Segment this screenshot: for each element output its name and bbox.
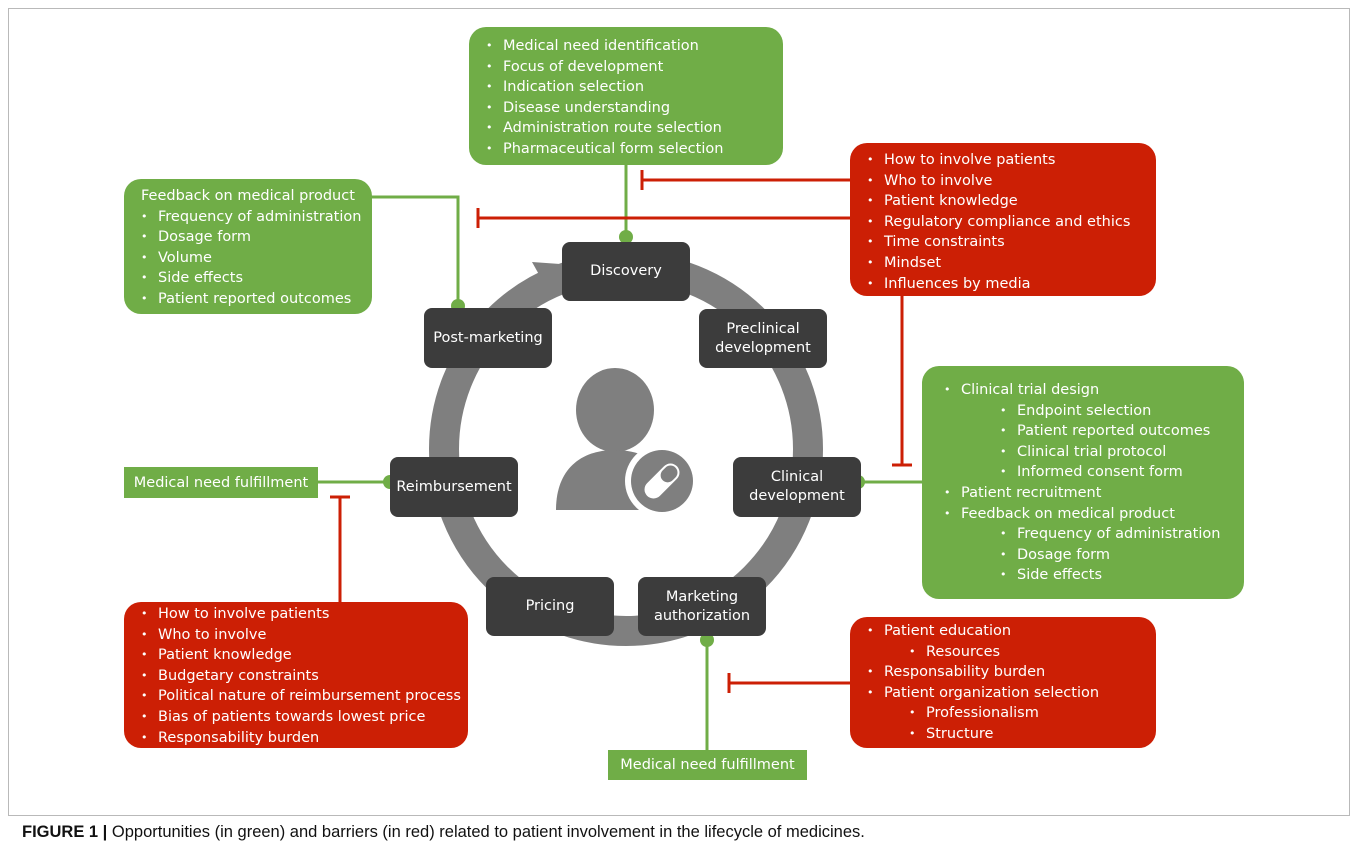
list-item: Budgetary constraints — [141, 666, 468, 687]
feedback-heading: Feedback on medical product — [141, 188, 355, 204]
post-marketing-opportunities-box: Feedback on medical product Frequency of… — [124, 179, 372, 314]
list-item: How to involve patients — [867, 150, 1156, 171]
list-item: How to involve patients — [141, 604, 468, 625]
list-item: Dosage form — [141, 227, 372, 248]
list-item: Regulatory compliance and ethics — [867, 212, 1156, 233]
marketing-opportunity: Medical need fulfillment — [608, 750, 807, 780]
stage-discovery-label: Discovery — [590, 263, 662, 279]
list-item: Who to involve — [867, 171, 1156, 192]
stage-marketing-label-line2: authorization — [653, 607, 751, 624]
reimbursement-opportunity-label: Medical need fulfillment — [133, 474, 309, 491]
stage-preclinical-development: Preclinical development — [699, 309, 827, 368]
clinical-opportunities-box: Clinical trial design Endpoint selection… — [922, 366, 1244, 599]
list-item: Clinical trial design — [944, 380, 1244, 401]
list-item: Medical need identification — [486, 36, 783, 57]
list-item: Professionalism — [909, 703, 1156, 724]
stage-clinical-development: Clinical development — [733, 457, 861, 517]
stage-pricing: Pricing — [486, 577, 614, 636]
list-item: Who to involve — [141, 625, 468, 646]
list-item: Feedback on medical product — [944, 504, 1244, 525]
figure-caption: FIGURE 1 | Opportunities (in green) and … — [22, 823, 865, 842]
list-item: Administration route selection — [486, 118, 783, 139]
list-item: Volume — [141, 248, 372, 269]
stage-post-marketing-label: Post-marketing — [433, 329, 543, 346]
discovery-barriers-box: How to involve patients Who to involve P… — [850, 143, 1156, 296]
marketing-opportunity-label: Medical need fulfillment — [620, 757, 795, 773]
cycle-arrow-icon — [532, 262, 560, 287]
list-item: Focus of development — [486, 57, 783, 78]
list-item: Pharmaceutical form selection — [486, 139, 783, 160]
stage-discovery: Discovery — [562, 242, 690, 301]
list-item: Responsability burden — [141, 728, 468, 749]
list-item: Time constraints — [867, 232, 1156, 253]
list-item: Political nature of reimbursement proces… — [141, 686, 468, 707]
list-item: Responsability burden — [867, 662, 1156, 683]
list-item: Patient recruitment — [944, 483, 1244, 504]
stage-post-marketing: Post-marketing — [424, 308, 552, 368]
list-item: Mindset — [867, 253, 1156, 274]
list-item: Side effects — [1000, 565, 1244, 586]
stage-preclinical-label-line2: development — [715, 339, 811, 356]
list-item: Structure — [909, 724, 1156, 745]
pill-icon — [625, 444, 699, 518]
barrier-connectors — [330, 170, 912, 693]
list-item: Disease understanding — [486, 98, 783, 119]
discovery-opportunities-box: Medical need identification Focus of dev… — [469, 27, 783, 165]
list-item: Patient reported outcomes — [141, 289, 372, 310]
reimbursement-barriers-box: How to involve patients Who to involve P… — [124, 602, 468, 748]
stage-clinical-label-line1: Clinical — [770, 469, 824, 485]
stage-reimbursement-label: Reimbursement — [396, 478, 512, 495]
figure-caption-text: Opportunities (in green) and barriers (i… — [107, 823, 865, 841]
stage-reimbursement: Reimbursement — [390, 457, 518, 517]
list-item: Clinical trial protocol — [1000, 442, 1244, 463]
figure-caption-label: FIGURE 1 | — [22, 823, 108, 841]
stage-pricing-label: Pricing — [525, 598, 575, 614]
marketing-barriers-box: Patient education Resources Responsabili… — [850, 617, 1156, 748]
opportunity-connectors — [318, 165, 922, 750]
list-item: Informed consent form — [1000, 462, 1244, 483]
stage-clinical-label-line2: development — [749, 488, 845, 504]
list-item: Patient knowledge — [141, 645, 468, 666]
list-item: Bias of patients towards lowest price — [141, 707, 468, 728]
list-item: Patient reported outcomes — [1000, 421, 1244, 442]
list-item: Influences by media — [867, 274, 1156, 295]
list-item: Patient knowledge — [867, 191, 1156, 212]
reimbursement-opportunity: Medical need fulfillment — [124, 467, 318, 498]
stage-preclinical-label-line1: Preclinical — [726, 320, 800, 337]
list-item: Frequency of administration — [141, 207, 372, 228]
list-item: Resources — [909, 642, 1156, 663]
list-item: Dosage form — [1000, 545, 1244, 566]
stage-marketing-label-line1: Marketing — [665, 588, 739, 605]
stage-marketing-authorization: Marketing authorization — [638, 577, 766, 636]
list-item: Frequency of administration — [1000, 524, 1244, 545]
list-item: Endpoint selection — [1000, 401, 1244, 422]
list-item: Patient organization selection — [867, 683, 1156, 704]
list-item: Side effects — [141, 268, 372, 289]
list-item: Patient education — [867, 621, 1156, 642]
list-item: Indication selection — [486, 77, 783, 98]
